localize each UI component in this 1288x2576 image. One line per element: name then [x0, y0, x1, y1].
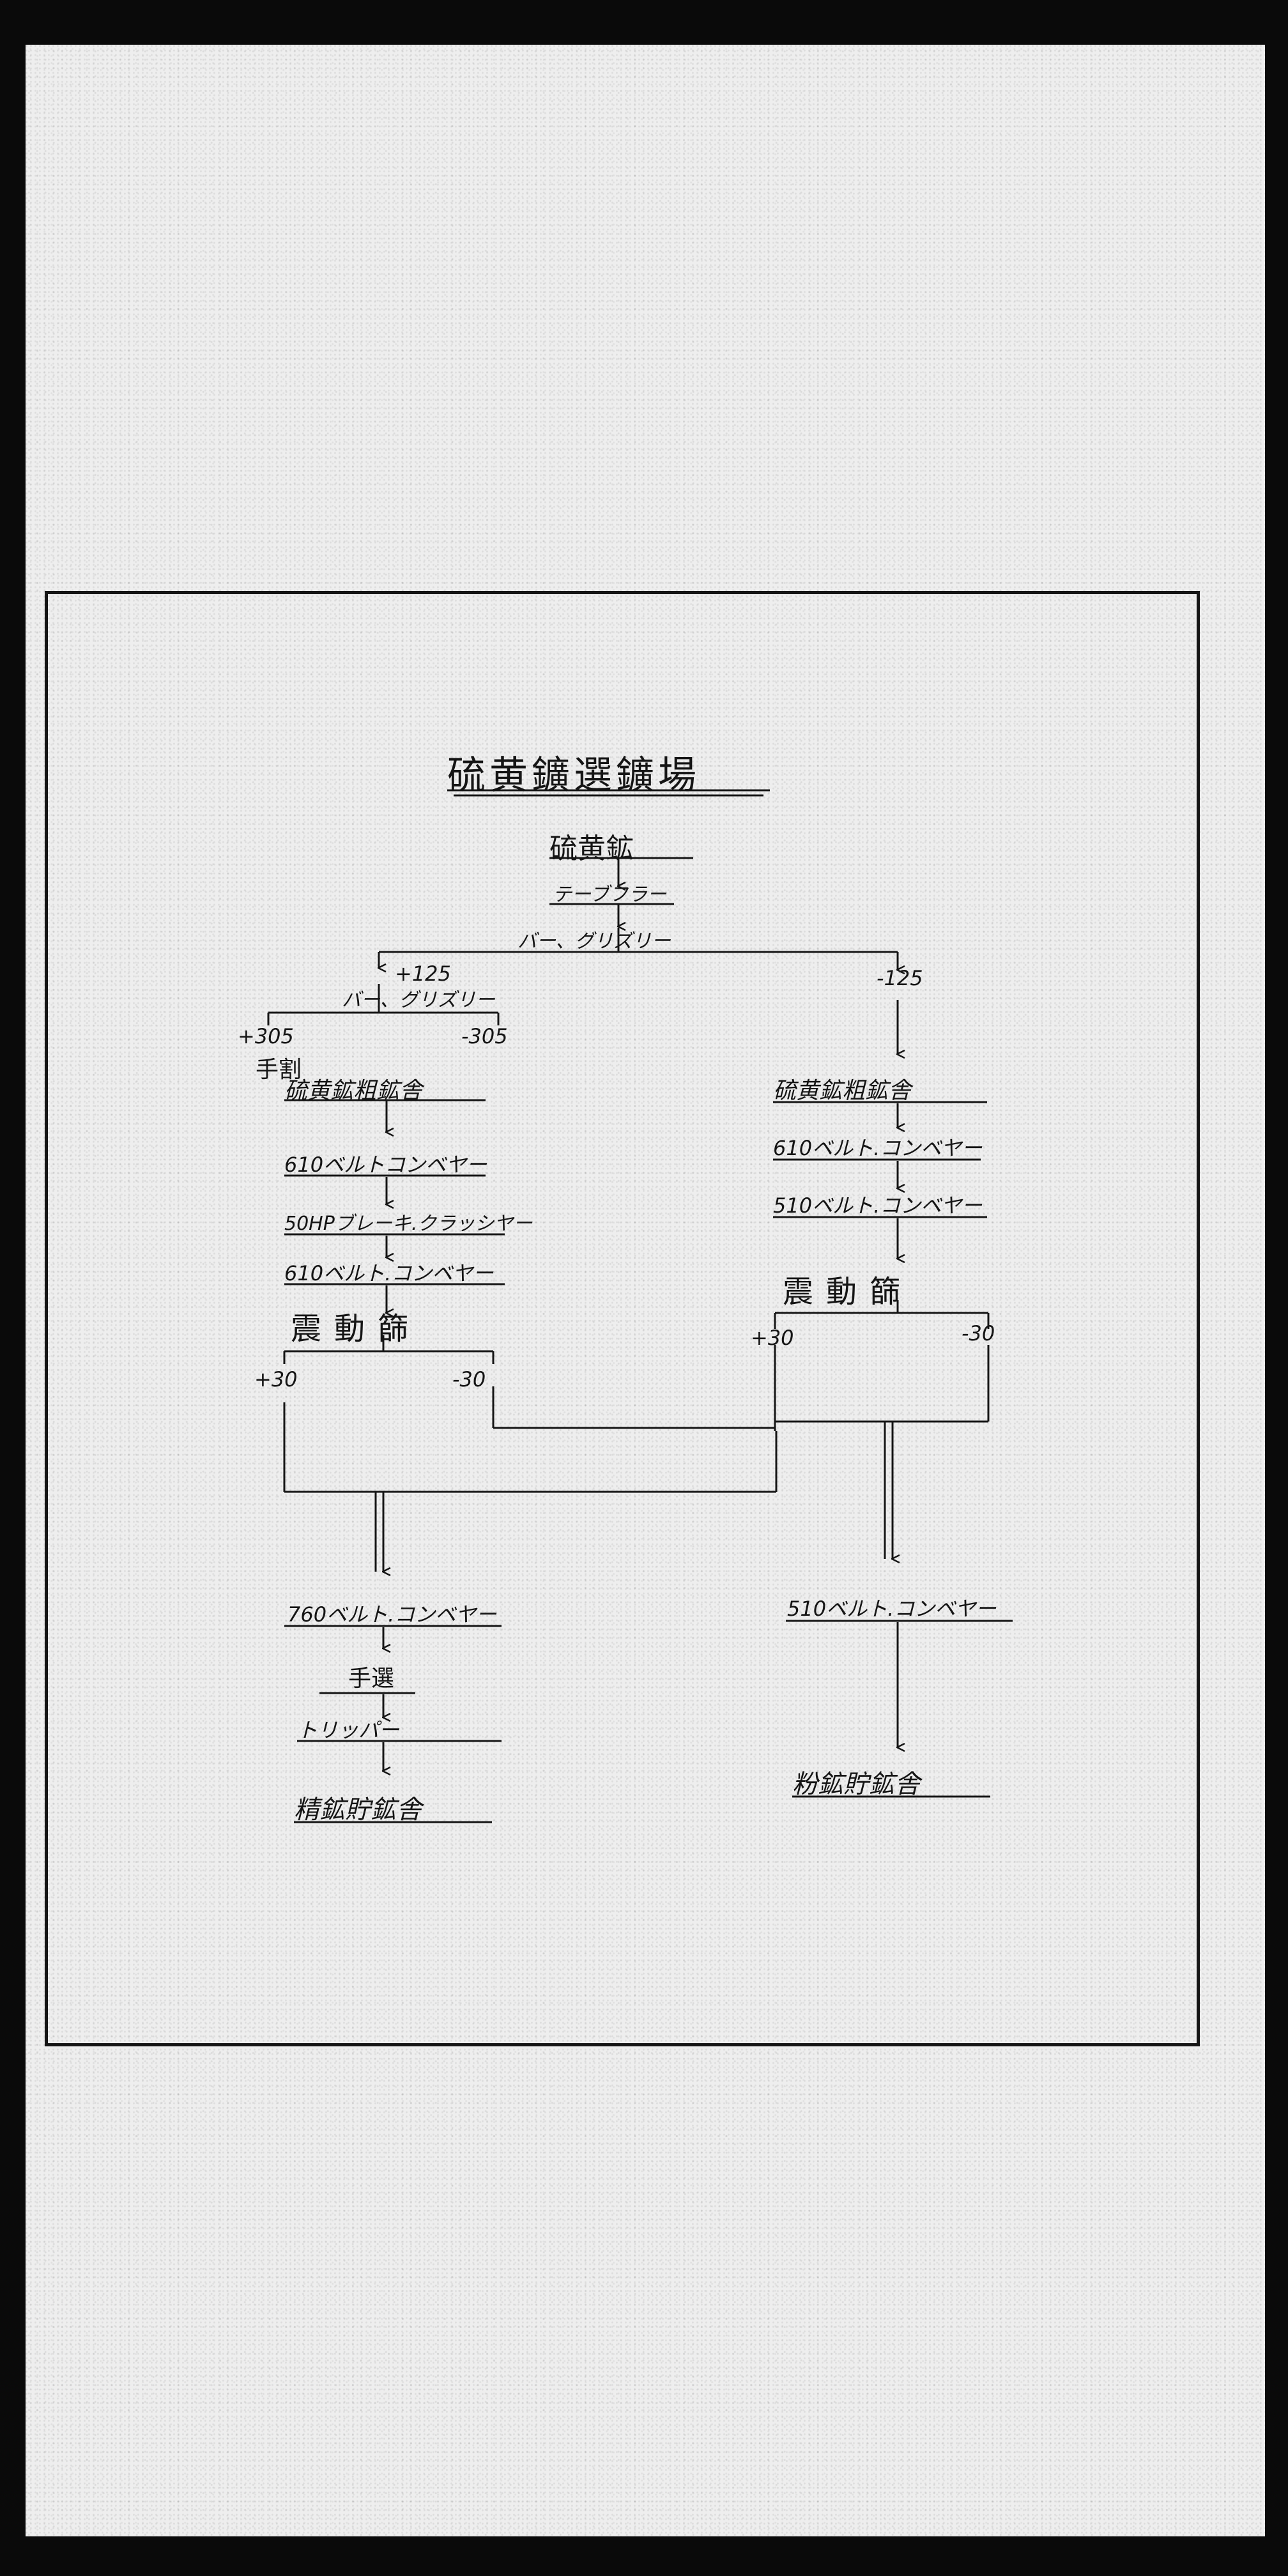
label-left-plus30: +30 [254, 1367, 298, 1392]
diagram-title: 硫黄鑛選鑛場 [447, 753, 700, 798]
label-left-minus30: -30 [452, 1367, 486, 1392]
label-plus125: +125 [395, 962, 451, 986]
node-left-screen: 震動篩 [291, 1311, 422, 1347]
label-plus305: +305 [238, 1024, 294, 1048]
node-fines-bin: 粉鉱貯鉱舎 [792, 1770, 920, 1799]
label-minus125: -125 [877, 966, 923, 990]
node-right-coarse-bin: 硫黄鉱粗鉱舎 [773, 1078, 912, 1104]
node-bar-grizzly-left: バー、グリズリー [342, 989, 495, 1011]
node-bar-grizzly-top: バー、グリズリー [518, 930, 671, 953]
node-breaker-crusher: 50HPブレーキ.クラッシヤー [284, 1213, 533, 1235]
node-left-coarse-bin: 硫黄鉱粗鉱舎 [284, 1078, 423, 1104]
label-right-minus30: -30 [962, 1321, 995, 1346]
node-left-belt-610a: 610ベルトコンベヤー [284, 1153, 487, 1177]
label-right-plus30: +30 [751, 1326, 794, 1350]
node-table-feeder: テーブフラー [553, 884, 667, 906]
node-sulfur-ore: 硫黄鉱 [549, 832, 634, 865]
node-hand-sort: 手選 [348, 1666, 395, 1692]
node-concentrate-bin: 精鉱貯鉱舎 [294, 1795, 422, 1825]
node-right-belt-510a: 510ベルト.コンベヤー [773, 1193, 983, 1218]
node-hand-crush: 手割 [256, 1057, 302, 1083]
label-minus305: -305 [461, 1024, 508, 1048]
diagram-frame [45, 591, 1200, 2046]
node-tripper: トリッパー [297, 1718, 400, 1742]
node-right-belt-610: 610ベルト.コンベヤー [773, 1136, 983, 1160]
node-belt-760: 760ベルト.コンベヤー [288, 1602, 497, 1627]
node-belt-510b: 510ベルト.コンベヤー [787, 1597, 997, 1621]
node-right-screen: 震動篩 [783, 1274, 914, 1310]
paper-sheet [26, 45, 1265, 2536]
node-left-belt-610b: 610ベルト.コンベヤー [284, 1261, 494, 1285]
